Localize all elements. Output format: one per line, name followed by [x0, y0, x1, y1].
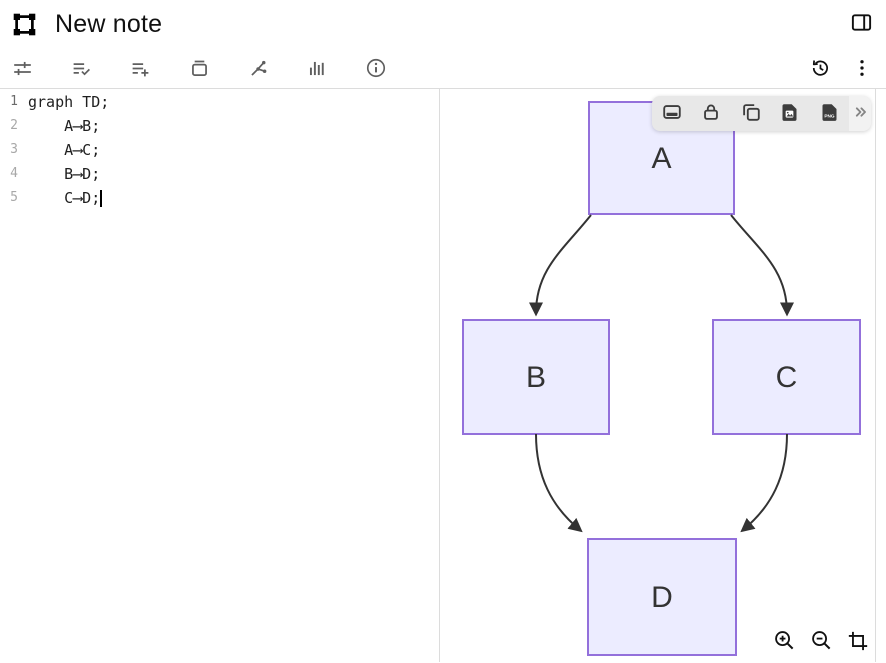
toolbar [0, 48, 886, 88]
code-text: graph TD; [28, 93, 110, 111]
lock-icon [700, 101, 722, 126]
main-split: 1 graph TD; 2 A⟶B; 3 A⟶C; 4 B⟶D; 5 C⟶D; [0, 88, 886, 662]
code-line: 1 graph TD; [8, 90, 439, 114]
code-line: 2 A⟶B; [8, 114, 439, 138]
toolbar-left [2, 48, 396, 88]
info-circle-icon [365, 57, 387, 79]
zoom-controls [772, 630, 870, 654]
export-png-button[interactable]: PNG [810, 96, 849, 131]
node-floating-toolbar: PNG [652, 96, 871, 131]
canvas-scrollbar-track[interactable] [875, 89, 876, 662]
archive-box-icon [189, 58, 210, 79]
zoom-out-icon [810, 629, 833, 655]
list-check-icon [71, 58, 92, 79]
node-label: A [651, 142, 671, 175]
toolbar-right [800, 48, 882, 88]
node-label: C [776, 361, 798, 394]
line-number: 3 [10, 142, 18, 157]
line-number: 5 [10, 190, 18, 205]
text-cursor [100, 189, 102, 207]
zoom-in-icon [773, 629, 796, 655]
info-button[interactable] [356, 48, 396, 88]
panel-toggle-button[interactable] [843, 6, 879, 42]
duplicate-button[interactable] [731, 96, 770, 131]
line-number: 1 [10, 94, 18, 109]
titlebar: New note [0, 0, 886, 48]
list-add-icon [130, 58, 151, 79]
code-text: A⟶B; [28, 117, 101, 135]
code-text: B⟶D; [28, 165, 101, 183]
archive-button[interactable] [179, 48, 219, 88]
sliders-icon [12, 58, 33, 79]
edge-A-C [730, 214, 794, 317]
diagram-canvas[interactable]: A B C D [440, 89, 886, 662]
chevron-double-right-icon [849, 101, 871, 126]
list-add-button[interactable] [120, 48, 160, 88]
zoom-out-button[interactable] [809, 630, 833, 654]
card-icon [661, 101, 683, 126]
node-D[interactable]: D [587, 538, 737, 656]
bar-chart-icon [307, 58, 328, 79]
page-title: New note [55, 9, 163, 38]
png-file-icon: PNG [819, 102, 840, 126]
frame-select-icon [10, 10, 38, 38]
more-menu-button[interactable] [842, 48, 882, 88]
node-B[interactable]: B [462, 319, 610, 435]
png-label: PNG [824, 113, 835, 119]
node-label: B [526, 361, 546, 394]
chart-button[interactable] [297, 48, 337, 88]
line-number: 2 [10, 118, 18, 133]
card-view-button[interactable] [652, 96, 691, 131]
node-C[interactable]: C [712, 319, 861, 435]
expand-toolbar-button[interactable] [849, 96, 871, 131]
copy-icon [740, 101, 762, 126]
image-file-icon [779, 102, 800, 126]
history-button[interactable] [800, 48, 840, 88]
edge-A-B [529, 214, 592, 317]
edge-B-D [535, 433, 583, 533]
crop-icon [847, 630, 869, 655]
flowchart-svg: A B C D [462, 101, 861, 656]
code-line: 3 A⟶C; [8, 138, 439, 162]
lock-button[interactable] [691, 96, 730, 131]
export-image-button[interactable] [770, 96, 809, 131]
code-editor[interactable]: 1 graph TD; 2 A⟶B; 3 A⟶C; 4 B⟶D; 5 C⟶D; [0, 89, 440, 662]
line-number: 4 [10, 166, 18, 181]
node-label: D [651, 581, 673, 614]
code-line: 4 B⟶D; [8, 162, 439, 186]
zoom-in-button[interactable] [772, 630, 796, 654]
fork-graph-icon [248, 58, 269, 79]
tune-button[interactable] [2, 48, 42, 88]
code-line: 5 C⟶D; [8, 186, 439, 210]
graph-button[interactable] [238, 48, 278, 88]
fit-crop-button[interactable] [846, 630, 870, 654]
sidebar-right-icon [850, 11, 873, 37]
code-text: C⟶D; [28, 189, 101, 207]
kebab-menu-icon [852, 58, 872, 78]
code-text: A⟶C; [28, 141, 101, 159]
list-check-button[interactable] [61, 48, 101, 88]
edge-C-D [740, 433, 788, 533]
history-clock-icon [809, 57, 831, 79]
